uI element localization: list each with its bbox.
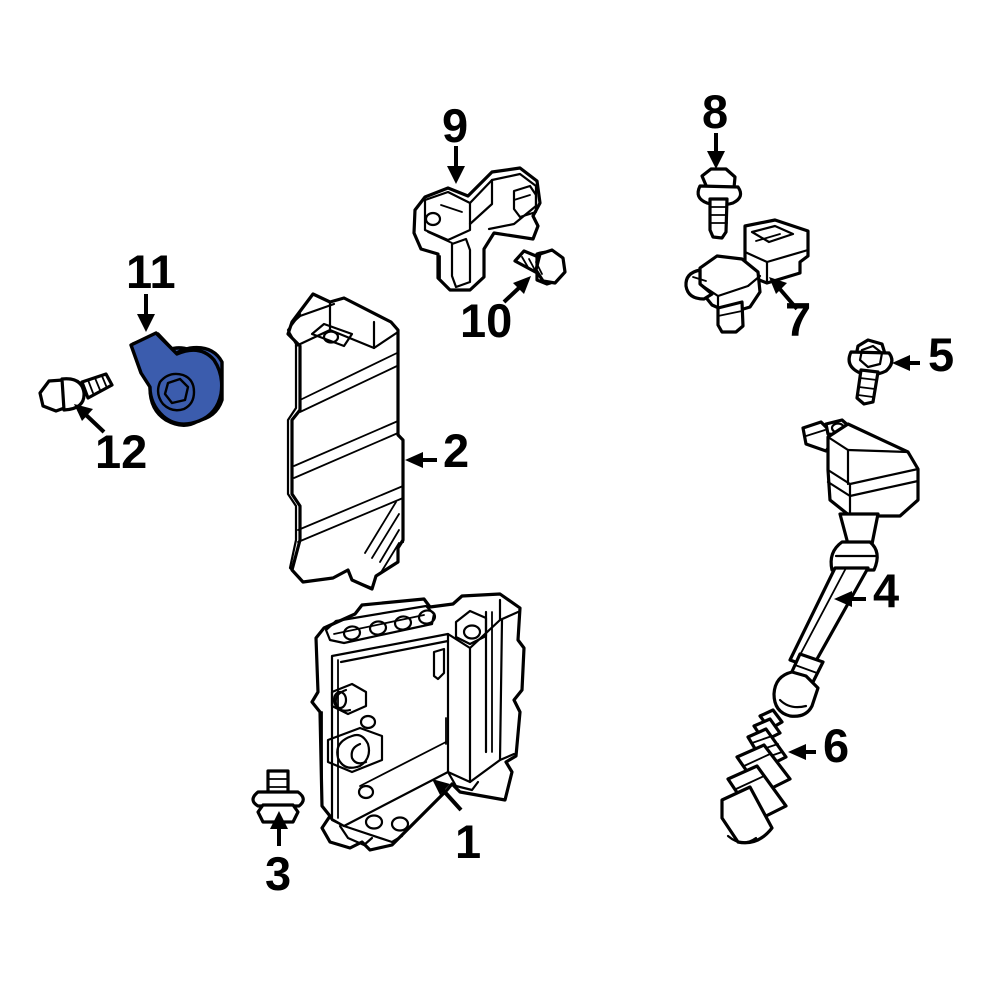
callout-label-10: 10 xyxy=(460,294,513,347)
callout-label-6: 6 xyxy=(823,719,850,772)
callout-label-3: 3 xyxy=(265,847,292,900)
callout-label-5: 5 xyxy=(928,328,955,381)
callout-label-9: 9 xyxy=(442,99,469,152)
callout-label-12: 12 xyxy=(95,425,148,478)
part-knock-sensor[interactable] xyxy=(129,331,224,427)
part-ecm-mounting-bracket[interactable] xyxy=(412,166,542,292)
part-ignition-coil-bolt[interactable] xyxy=(847,338,894,406)
callout-label-1: 1 xyxy=(455,815,482,868)
part-camshaft-sensor-bolt[interactable] xyxy=(696,167,743,240)
part-engine-control-module[interactable] xyxy=(310,592,526,852)
part-knock-sensor-bolt[interactable] xyxy=(38,372,114,413)
callout-label-2: 2 xyxy=(443,424,470,477)
part-spark-plug[interactable] xyxy=(720,708,792,845)
callout-leaders xyxy=(74,133,920,846)
part-ecm-cover-shield[interactable] xyxy=(286,292,405,591)
callout-label-4: 4 xyxy=(873,564,900,617)
callout-label-7: 7 xyxy=(785,293,812,346)
part-bracket-bolt[interactable] xyxy=(513,248,567,286)
callout-label-8: 8 xyxy=(702,85,729,138)
callout-label-11: 11 xyxy=(126,245,176,298)
part-camshaft-position-sensor[interactable] xyxy=(684,218,810,334)
